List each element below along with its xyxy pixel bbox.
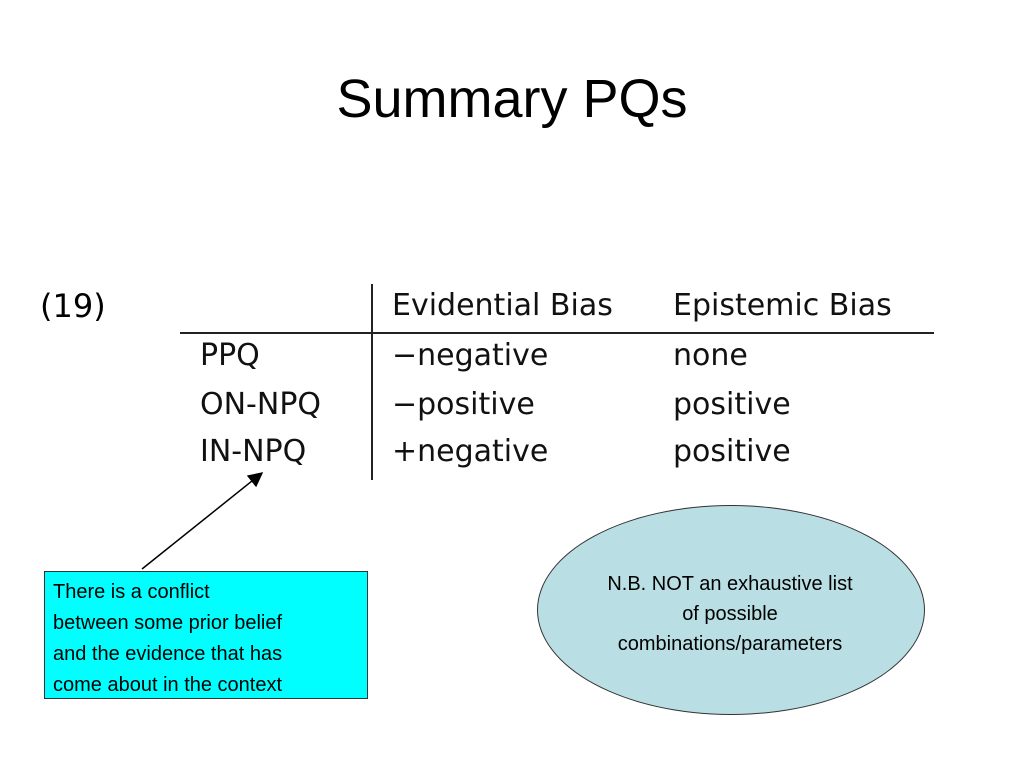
cell-in-npq-epistemic: positive [673,434,791,469]
table-horizontal-rule [180,332,934,334]
row-label-on-npq: ON-NPQ [200,387,322,422]
callout-box: There is a conflict between some prior b… [44,571,368,699]
callout-line: between some prior belief [53,612,283,634]
note-line: of possible [682,603,778,625]
column-header-epistemic-bias: Epistemic Bias [673,288,892,323]
row-label-ppq: PPQ [200,338,260,373]
callout-line: come about in the context [53,674,283,696]
cell-in-npq-evidential: +negative [392,434,549,469]
row-label-in-npq: IN-NPQ [200,434,307,469]
cell-on-npq-evidential: −positive [392,387,535,422]
cell-ppq-epistemic: none [673,338,748,373]
note-ellipse [537,505,925,715]
column-header-evidential-bias: Evidential Bias [392,288,613,323]
note-line: N.B. NOT an exhaustive list [607,573,853,595]
slide-title: Summary PQs [336,69,688,129]
callout-line: and the evidence that has [53,643,283,665]
example-number: (19) [40,287,106,325]
table-vertical-rule [371,284,373,480]
cell-ppq-evidential: −negative [392,338,549,373]
callout-line: There is a conflict [53,581,210,603]
cell-on-npq-epistemic: positive [673,387,791,422]
note-line: combinations/parameters [617,633,843,655]
note-text: N.B. NOT an exhaustive list of possible … [547,569,913,659]
